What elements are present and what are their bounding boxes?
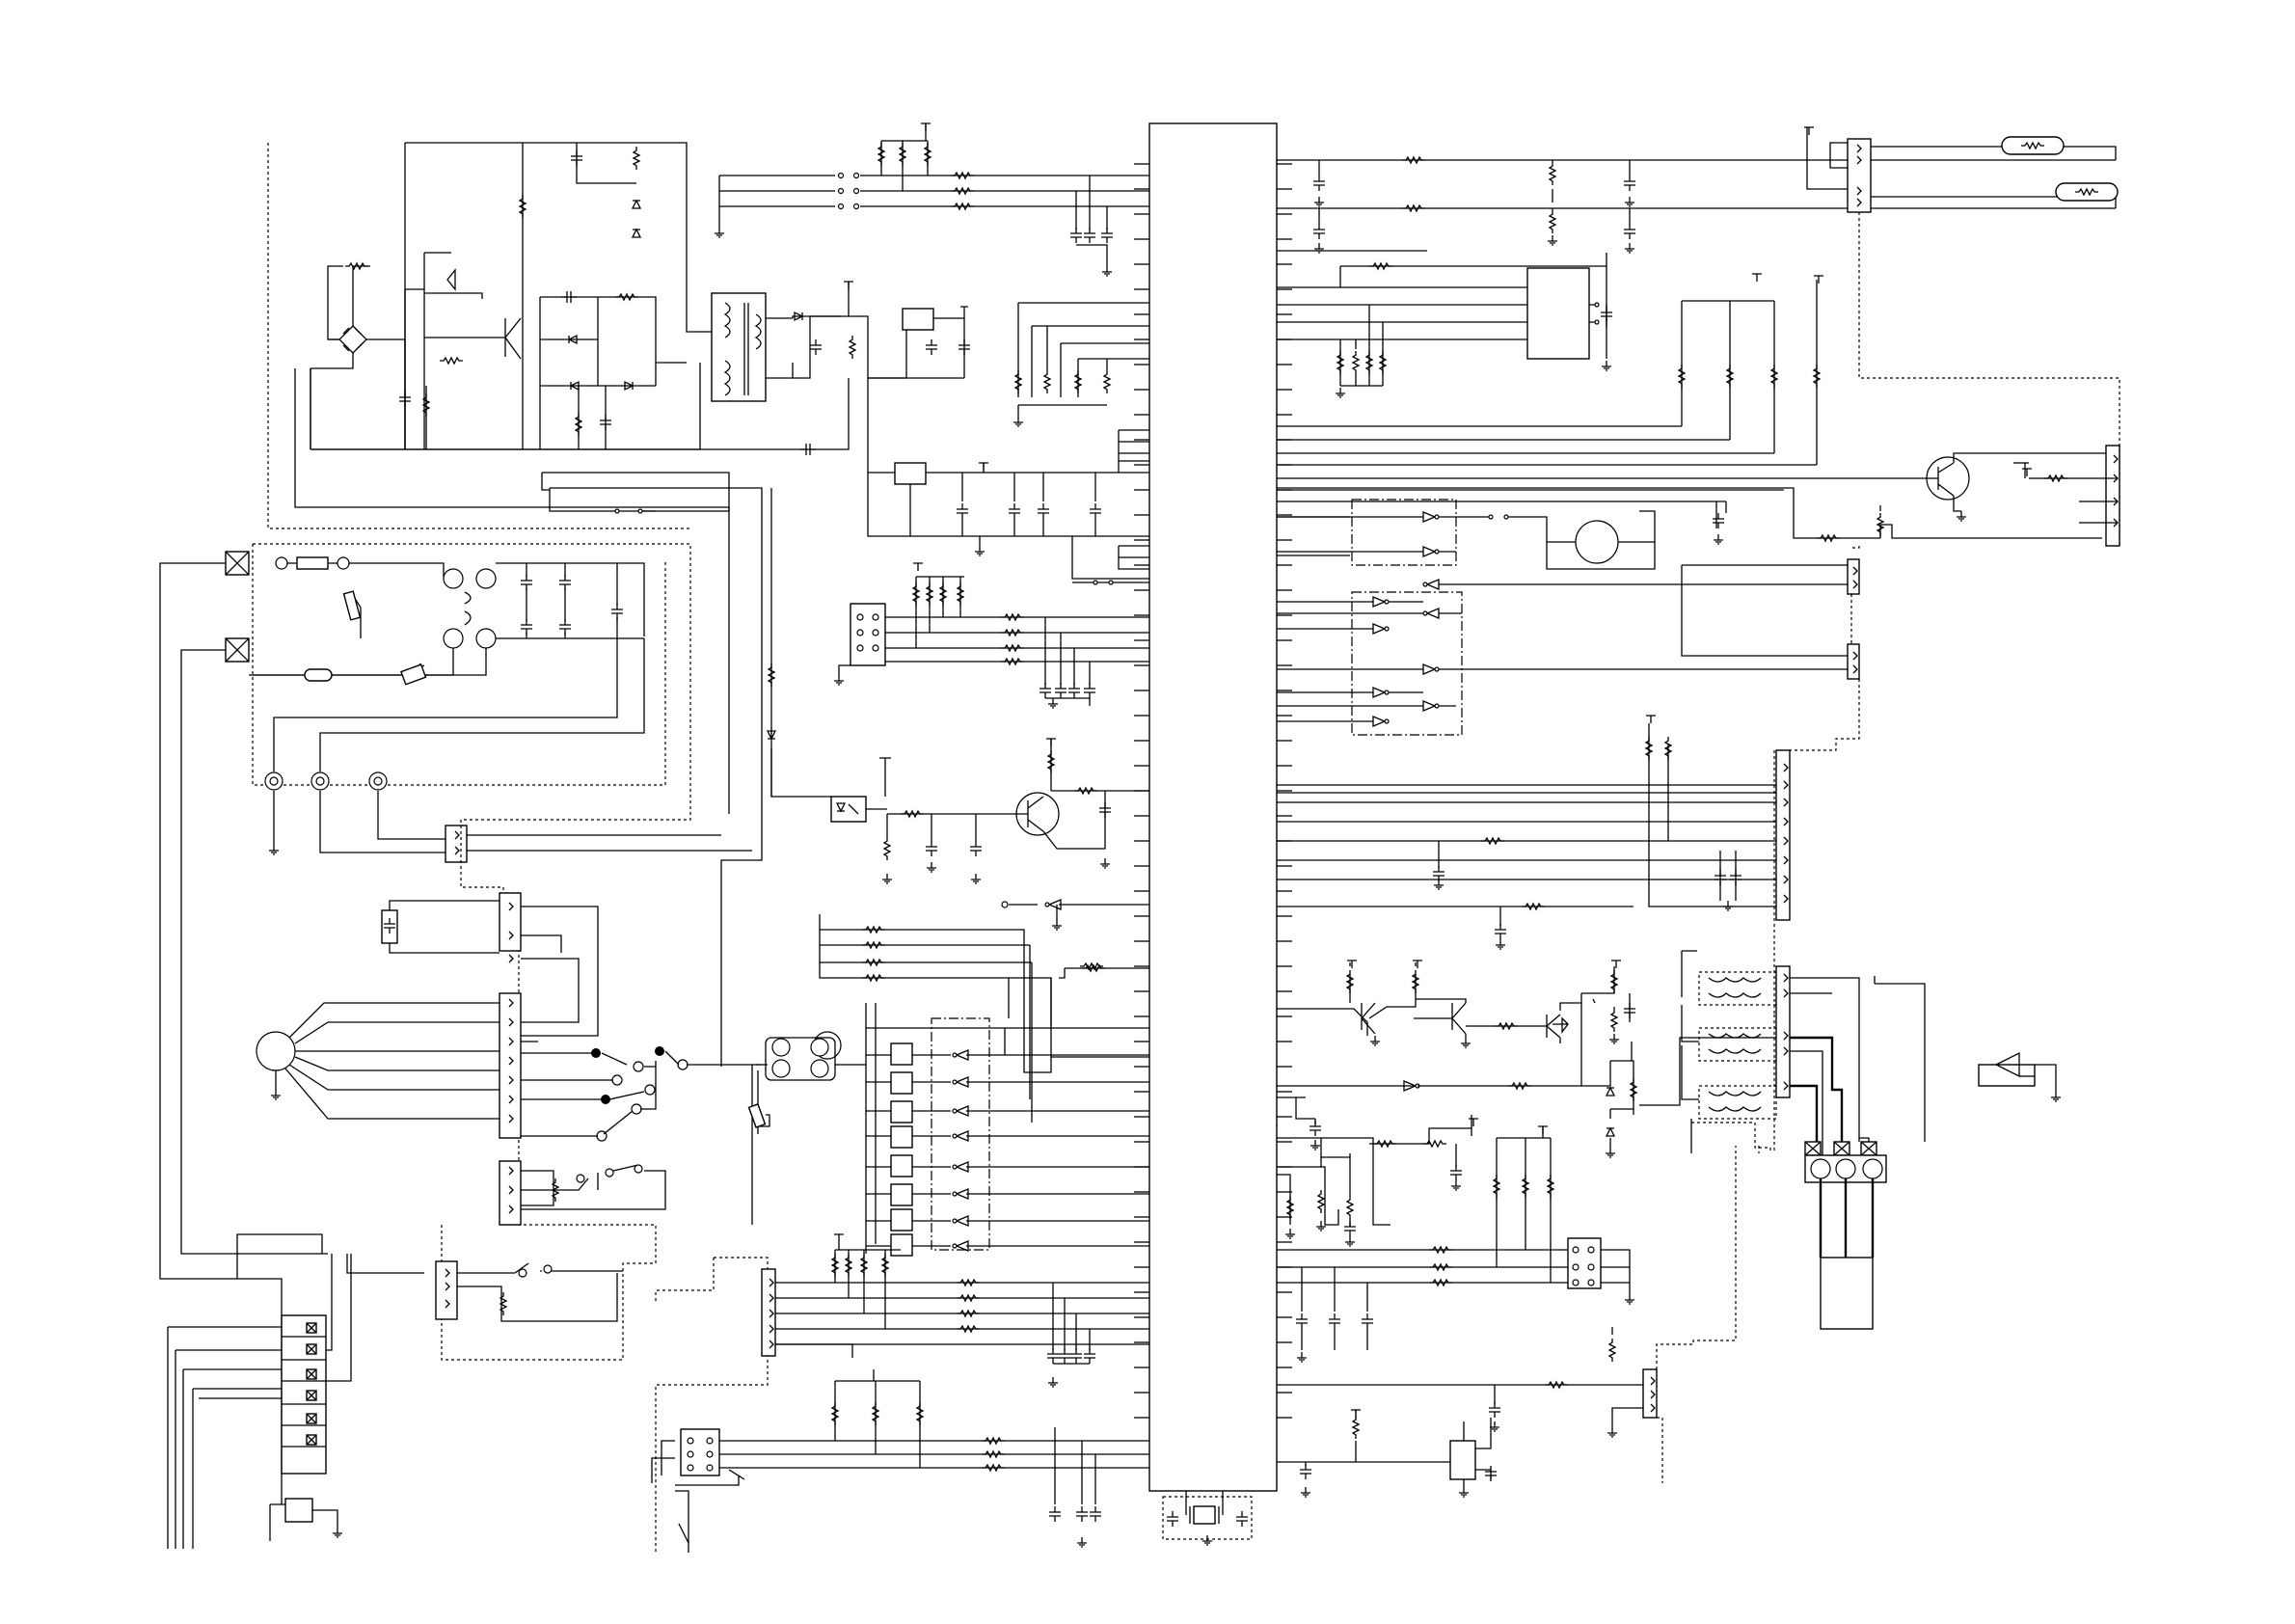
reference-marker: [1979, 1053, 2061, 1101]
inverter-gate-array: [1277, 500, 1851, 735]
lower-signal-inputs: [656, 1234, 1149, 1553]
right-top-lines: [1277, 127, 2120, 546]
clock-crystal: [1163, 1491, 1252, 1545]
power-supply-primary: [268, 143, 712, 528]
right-mid-connectors: [1682, 546, 1859, 1015]
right-bottom-block: [1277, 1146, 1736, 1497]
connector-bottom-left: [168, 1254, 351, 1549]
dip-switch-cluster: [834, 563, 1149, 708]
bridge-rectifier: [310, 263, 429, 449]
right-lower-network: [1277, 1115, 1478, 1246]
top-input-lines: [715, 123, 1149, 276]
mid-right-ic: [1277, 253, 1612, 397]
optocoupler: [831, 739, 1149, 883]
mcu-main-ic: [1149, 123, 1277, 1491]
right-mcu-links: [1277, 251, 1427, 555]
switching-transformer: [712, 282, 970, 401]
dip-switch-bottom: [652, 1369, 1149, 1553]
led-driver-array: [749, 914, 1149, 1256]
resistor-network-a: [1013, 303, 1149, 426]
ac-input-filter: [160, 544, 690, 1504]
relay-driver-array: [1277, 961, 1796, 1157]
regulator-circuit: [868, 378, 1149, 584]
motor-connector-block: [256, 893, 762, 1225]
connector-j1: [446, 820, 752, 893]
relay-coils: [1682, 951, 1869, 1157]
right-transistor-connector: [1277, 446, 2120, 546]
sensor-connector: [1277, 716, 1790, 949]
